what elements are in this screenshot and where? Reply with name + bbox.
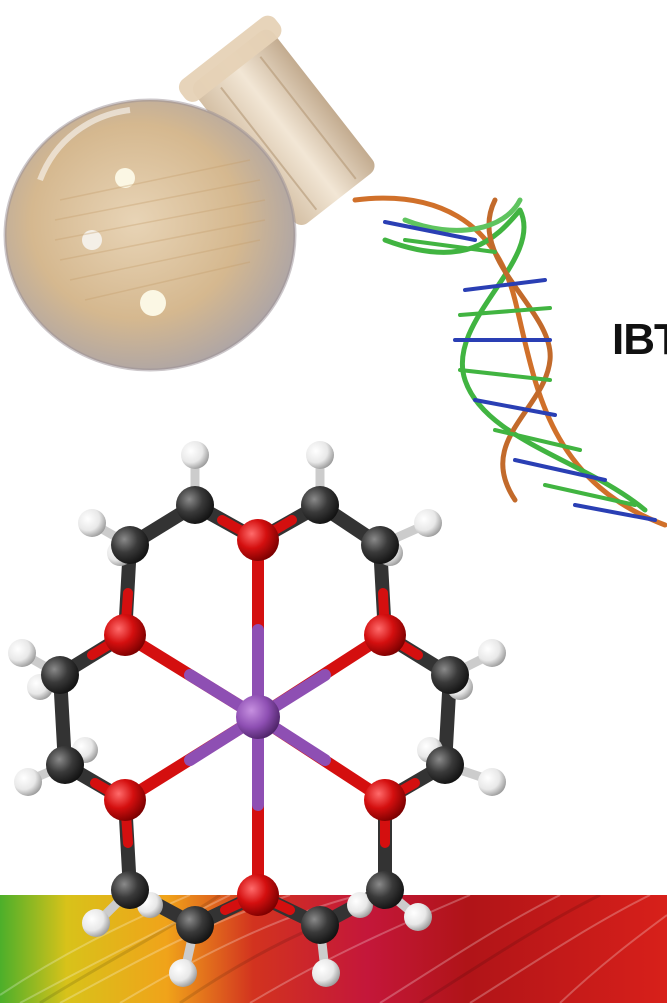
dna-double-helix-icon xyxy=(352,195,667,528)
caption-text: IBT xyxy=(612,315,667,364)
crown-ether-ball-and-stick-icon xyxy=(8,441,506,987)
round-bottom-flask-icon xyxy=(3,15,375,372)
